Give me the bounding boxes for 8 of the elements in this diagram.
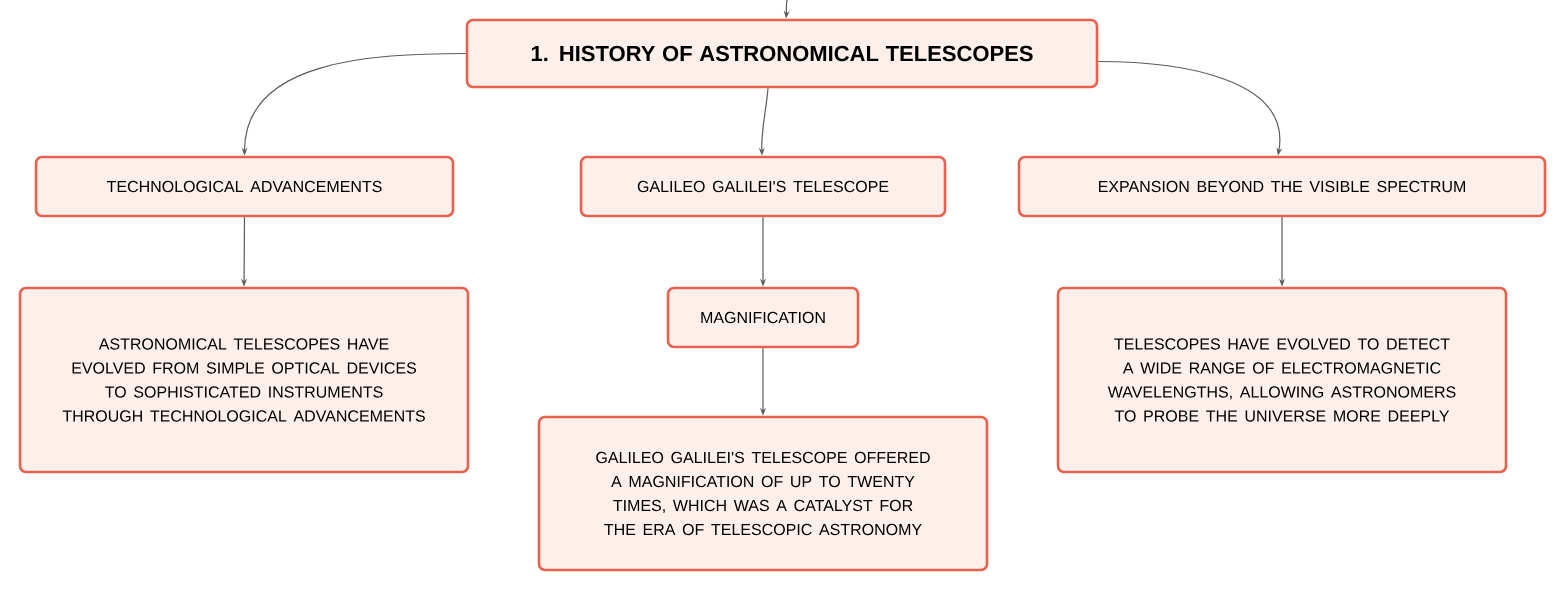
topic-box: GALILEO GALILEI'S TELESCOPE — [579, 155, 947, 218]
title-box: 1. HISTORY OF ASTRONOMICAL TELESCOPES — [465, 18, 1099, 89]
description-box: ASTRONOMICAL TELESCOPES HAVE EVOLVED FROM SIMPLE OPTICAL DEVICES TO SOPHISTICATED INSTRUMENTS THROUGH TECHNOLOGICAL ADVANCEMENTS — [18, 286, 470, 474]
topic-box: EXPANSION BEYOND THE VISIBLE SPECTRUM — [1017, 155, 1547, 218]
topic-box: MAGNIFICATION — [666, 286, 860, 349]
description-box: GALILEO GALILEI'S TELESCOPE OFFERED A MAGNIFICATION OF UP TO TWENTY TIMES, WHICH WAS A CATALYST FOR THE ERA OF TELESCOPIC ASTRONOMY — [537, 415, 989, 572]
topic-box: TECHNOLOGICAL ADVANCEMENTS — [34, 155, 455, 218]
description-box: TELESCOPES HAVE EVOLVED TO DETECT A WIDE RANGE OF ELECTROMAGNETIC WAVELENGTHS, ALLOWING ASTRONOMERS TO PROBE THE UNIVERSE MORE DEEPLY — [1056, 286, 1508, 474]
